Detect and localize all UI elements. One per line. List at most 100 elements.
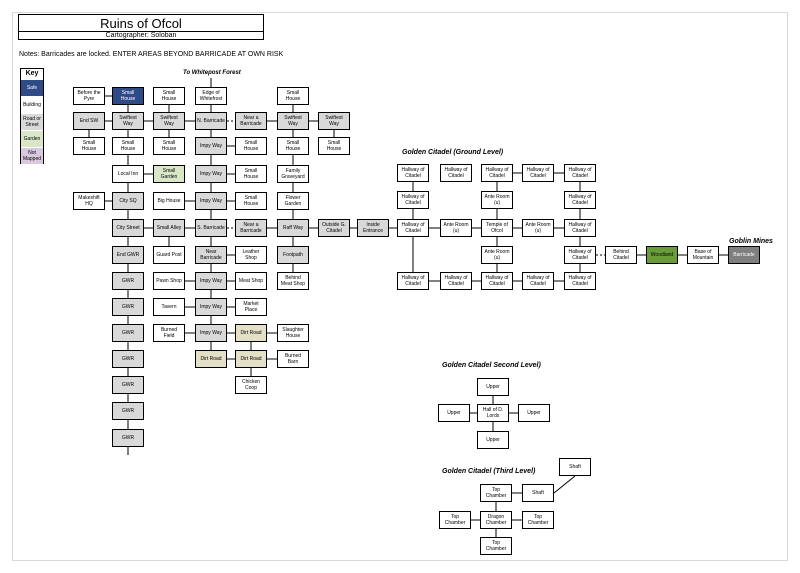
room-family-graveyard: Family Graveyard	[277, 165, 309, 183]
room-before-pyre: Before the Pyre	[73, 87, 105, 105]
room-hallway-b1: Hallway of Citadel	[397, 272, 429, 290]
room-gwr-2: GWR	[112, 298, 144, 316]
room-impy-1: Impy Way	[195, 137, 227, 155]
citadel-second-title: Golden Citadel Second Level)	[442, 362, 541, 369]
room-dirt-road-1: Dirt Road	[235, 324, 267, 342]
room-hallway-t3: Hallway of Citadel	[481, 164, 513, 182]
room-leather-shop: Leather Shop	[235, 246, 267, 264]
room-ante-room-right: Ante Room (u)	[522, 219, 554, 237]
room-swiftest-1: Swiftest Way	[112, 112, 144, 130]
room-swiftest-3: Swiftest Way	[277, 112, 309, 130]
room-hall-of-lords: Hall of D. Lords	[477, 404, 509, 422]
room-impy-2: Impy Way	[195, 165, 227, 183]
room-burned-field: Burned Field	[153, 324, 185, 342]
room-end-gwr: End GWR	[112, 246, 144, 264]
goblin-mines-title: Goblin Mines	[729, 238, 773, 245]
legend-title: Key	[25, 70, 39, 77]
room-ante-room-left: Ante Room (u)	[440, 219, 472, 237]
citadel-ground-title: Golden Citadel (Ground Level)	[402, 149, 504, 156]
room-sh-r3-c1: Small House	[73, 137, 105, 155]
room-hallway-m5: Hallway of Citadel	[564, 219, 596, 237]
room-burned-barn: Burned Barn	[277, 350, 309, 368]
page-border	[12, 12, 788, 561]
room-dirt-road-3: Dirt Road	[235, 350, 267, 368]
room-impy-6: Impy Way	[195, 324, 227, 342]
room-sh-r3-c2: Small House	[112, 137, 144, 155]
room-sh-r1-c6: Small House	[277, 87, 309, 105]
room-chicken-coop: Chicken Coop	[235, 376, 267, 394]
room-sh-r3-c6: Small House	[277, 137, 309, 155]
room-local-inn: Local Inn	[112, 165, 144, 183]
room-top-chamber-1: Top Chamber	[480, 484, 512, 502]
room-hallway-b5: Hallway of Citadel	[564, 272, 596, 290]
room-edge-whitefrost: Edge of Whitefrost	[195, 87, 227, 105]
room-ante-room-bottom: Ante Room (u)	[481, 246, 513, 264]
room-sh-r3-c7: Small House	[318, 137, 350, 155]
room-pawn-shop: Pawn Shop	[153, 272, 185, 290]
room-woodland: Woodland	[646, 246, 678, 264]
legend-building: Building	[21, 97, 43, 113]
room-impy-3: Impy Way	[195, 192, 227, 210]
room-makeshift-hq: Makeshift HQ	[73, 192, 105, 210]
room-flower-garden: Flower Garden	[277, 192, 309, 210]
room-dirt-road-2: Dirt Road	[195, 350, 227, 368]
room-city-sq: City SQ	[112, 192, 144, 210]
room-behind-meat-shop: Behind Meat Shop	[277, 272, 309, 290]
room-swiftest-4: Swiftest Way	[318, 112, 350, 130]
room-near-barricade-3: Near Barricade	[195, 246, 227, 264]
legend-road: Road or Street	[21, 114, 43, 130]
room-swiftest-2: Swiftest Way	[153, 112, 185, 130]
room-gwr-5: GWR	[112, 376, 144, 394]
room-slaughter-house: Slaughter House	[277, 324, 309, 342]
room-meat-shop: Meat Shop	[235, 272, 267, 290]
room-near-barricade-2: Near a Barricade	[235, 219, 267, 237]
room-hallway-b2: Hallway of Citadel	[440, 272, 472, 290]
room-sh-r5-c5: Small House	[235, 192, 267, 210]
room-upper-left: Upper	[438, 404, 470, 422]
room-near-barricade-1: Near a Barricade	[235, 112, 267, 130]
cartographer-credit: Cartographer: Soloban	[105, 32, 177, 39]
room-hallway-t4: Hallway of Citadel	[522, 164, 554, 182]
room-hallway-b4: Hallway of Citadel	[522, 272, 554, 290]
room-outside-citadel: Outside G. Citadel	[318, 219, 350, 237]
room-impy-5: Impy Way	[195, 298, 227, 316]
link-shaft-diagonal	[553, 475, 576, 494]
room-n-barricade: N. Barricade	[195, 112, 227, 130]
room-upper-right: Upper	[518, 404, 550, 422]
room-gwr-6: GWR	[112, 402, 144, 420]
legend-not-mapped: Not Mapped	[21, 148, 43, 164]
room-end-sw: End SW	[73, 112, 105, 130]
room-raff-way: Raff Way	[277, 219, 309, 237]
room-s-barricade: S. Barricade	[195, 219, 227, 237]
room-hallway-t1: Hallway of Citadel	[397, 164, 429, 182]
notes-text: Notes: Barricades are locked. ENTER AREA…	[19, 51, 284, 58]
room-behind-citadel: Behind Citadel	[605, 246, 637, 264]
legend: Key Safe Building Road or Street Garden …	[20, 68, 44, 164]
room-shaft-top: Shaft	[559, 458, 591, 476]
to-whitepost-label: To Whitepost Forest	[183, 70, 241, 76]
room-dragon-chamber: Dragon Chamber	[480, 511, 512, 529]
room-city-street: City Street	[112, 219, 144, 237]
room-top-chamber-bottom: Top Chamber	[480, 537, 512, 555]
room-sh-r4-c5: Small House	[235, 165, 267, 183]
room-top-chamber-right: Top Chamber	[522, 511, 554, 529]
room-hallway-t5: Hallway of Citadel	[564, 164, 596, 182]
room-sh-r3-c3: Small House	[153, 137, 185, 155]
map-title: Ruins of Ofcol	[19, 16, 263, 32]
room-small-garden: Small Garden	[153, 165, 185, 183]
room-small-house-safe: Small House	[112, 87, 144, 105]
title-box: Ruins of Ofcol Cartographer: Soloban	[18, 14, 264, 40]
room-hallway-l2: Hallway of Citadel	[397, 191, 429, 209]
room-upper-bottom: Upper	[477, 431, 509, 449]
room-hallway-r2: Hallway of Citadel	[564, 191, 596, 209]
room-gwr-3: GWR	[112, 324, 144, 342]
citadel-third-title: Golden Citadel (Third Level)	[442, 468, 536, 475]
room-market-place: Market Place	[235, 298, 267, 316]
room-guard-post: Guard Post	[153, 246, 185, 264]
room-ante-room-top: Ante Room (u)	[481, 191, 513, 209]
room-big-house: Big House	[153, 192, 185, 210]
room-gwr-1: GWR	[112, 272, 144, 290]
room-small-alley: Small Alley	[153, 219, 185, 237]
room-barricade: Barricade	[728, 246, 760, 264]
